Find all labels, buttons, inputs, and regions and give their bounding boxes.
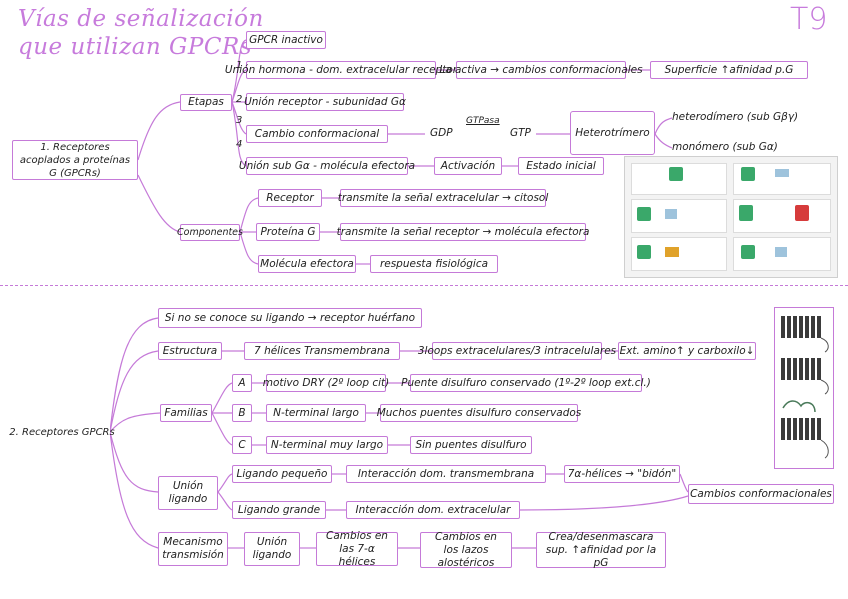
etapa-step-2: Unión receptor - subunidad Gα [244, 93, 406, 111]
component-desc-2: respuesta fisiológica [370, 255, 498, 273]
gtp-label: GTP [510, 127, 531, 139]
ligando-pequeno-interaccion: Interacción dom. transmembrana [346, 465, 546, 483]
etapa-number-3: 3 [236, 115, 243, 126]
familia-A-disulfide: Puente disulfuro conservado (1º-2º loop … [401, 374, 651, 392]
estructura-node: Estructura [158, 342, 222, 360]
union-chain-0: La activa → cambios conformacionales [439, 61, 643, 79]
familia-letter-B: B [232, 404, 252, 422]
etapas-node: Etapas [180, 94, 232, 111]
heterotrimer-node: Heterotrímero [570, 111, 655, 155]
etapa-number-1: 1 [236, 60, 243, 71]
etapa-step-1: Unión hormona - dom. extracelular recept… [225, 61, 457, 79]
section1-root: 1. Receptores acoplados a proteínas G (G… [12, 140, 138, 180]
union-ligando-node: Unión ligando [158, 476, 218, 510]
familia-A-feature: motivo DRY (2º loop cit) [263, 374, 389, 392]
component-name-2: Molécula efectora [258, 255, 356, 273]
etapa-number-4: 4 [236, 139, 243, 150]
mecanismo-node: Mecanismo transmisión [158, 532, 228, 566]
gpcr-structure-figure [774, 307, 834, 469]
mecanismo-step-3: Crea/desenmascara sup. ↑afinidad por la … [536, 531, 666, 569]
familia-C-disulfide: Sin puentes disulfuro [410, 436, 532, 454]
etapa-step-0: GPCR inactivo [246, 31, 326, 49]
cambios-conformacionales-result: Cambios conformacionales [688, 484, 834, 504]
gtpasa-label: GTPasa [466, 116, 500, 126]
ligando-grande-interaccion: Interacción dom. extracelular [346, 501, 520, 519]
huerfano-node: Si no se conoce su ligando → receptor hu… [158, 308, 422, 328]
ligando-grande: Ligando grande [232, 501, 326, 519]
mecanismo-step-2: Cambios en los lazos alostéricos [420, 531, 512, 569]
component-desc-0: transmite la señal extracelular → citoso… [338, 189, 548, 207]
page-title-line1: Vías de señalización [18, 6, 264, 32]
efectora-chain-1: Estado inicial [518, 157, 604, 175]
familia-B-feature: N-terminal largo [266, 404, 366, 422]
union-chain-1: Superficie ↑afinidad p.G [650, 61, 808, 79]
component-name-1: Proteína G [256, 223, 320, 241]
componentes-node: Componentes [177, 224, 243, 241]
etapa-step-3: Cambio conformacional [246, 125, 388, 143]
etapa-number-2: 2 [236, 94, 243, 105]
gdp-label: GDP [430, 127, 453, 139]
gpcr-cycle-figure [624, 156, 838, 278]
etapa-step-4: Unión sub Gα - molécula efectora [239, 157, 415, 175]
efectora-chain-0: Activación [434, 157, 502, 175]
estructura-loops: 3loops extracelulares/3 intracelulares [418, 342, 616, 360]
page-title-line2: que utilizan GPCRs [18, 34, 253, 60]
mecanismo-step-0: Unión ligando [244, 532, 300, 566]
mecanismo-step-1: Cambios en las 7-α hélices [316, 530, 398, 568]
section-divider [0, 285, 848, 286]
familia-B-disulfide: Muchos puentes disulfuro conservados [377, 404, 581, 422]
ligando-pequeno: Ligando pequeño [232, 465, 332, 483]
familias-node: Familias [160, 404, 212, 422]
component-name-0: Receptor [258, 189, 322, 207]
section2-root: 2. Receptores GPCRs [9, 423, 115, 441]
familia-letter-A: A [232, 374, 252, 392]
component-desc-1: transmite la señal receptor → molécula e… [337, 223, 589, 241]
heterodimer-label: heterodímero (sub Gβγ) [672, 111, 799, 123]
monomer-label: monómero (sub Gα) [672, 141, 778, 153]
familia-letter-C: C [232, 436, 252, 454]
familia-C-feature: N-terminal muy largo [266, 436, 388, 454]
topic-tag: T9 [790, 2, 828, 37]
ligando-pequeno-resultado: 7α-hélices → "bidón" [564, 465, 680, 483]
estructura-termini: Ext. amino↑ y carboxilo↓ [618, 342, 756, 360]
estructura-helices: 7 hélices Transmembrana [244, 342, 400, 360]
